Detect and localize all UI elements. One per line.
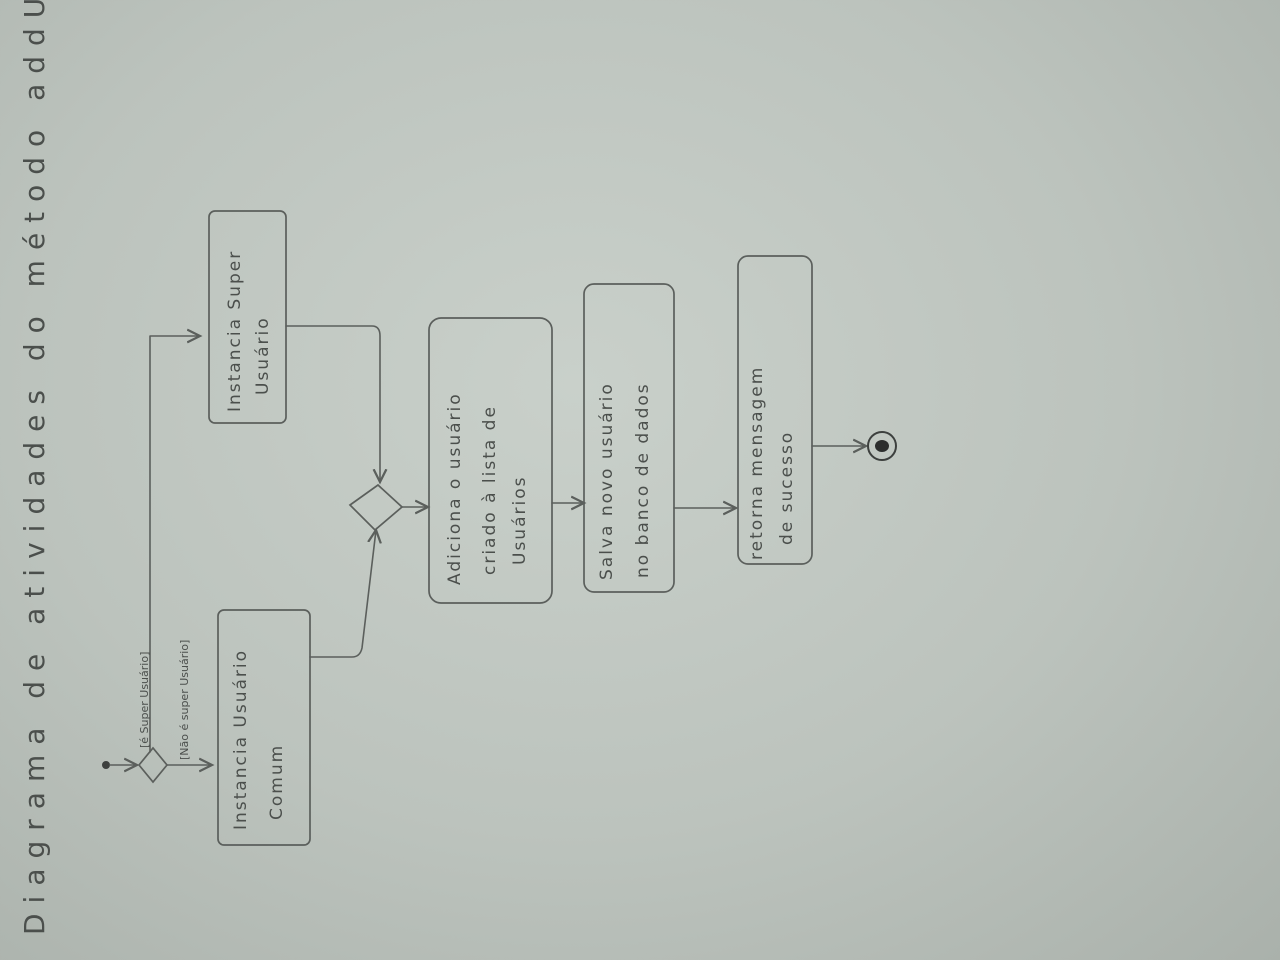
activity-retorna-line1: retorna mensagem xyxy=(747,366,767,560)
activity-instancia-super xyxy=(208,210,287,424)
activity-retorna-line2: de sucesso xyxy=(777,431,797,545)
final-node-ring xyxy=(867,431,897,461)
final-node-dot xyxy=(875,440,889,452)
guard-not-super: [Não é super Usuário] xyxy=(178,640,191,760)
activity-retorna xyxy=(737,255,813,565)
activity-instancia-super-line1: Instancia Super xyxy=(225,250,245,412)
activity-instancia-comum-line1: Instancia Usuário xyxy=(231,649,251,830)
flow-to-super xyxy=(149,336,200,753)
decision-node xyxy=(137,746,169,784)
activity-adiciona-line2: criado à lista de xyxy=(480,405,500,575)
initial-node xyxy=(102,761,110,769)
merge-node xyxy=(348,483,404,532)
activity-adiciona-line1: Adiciona o usuário xyxy=(445,392,465,585)
flow-super-to-merge xyxy=(285,325,380,482)
activity-instancia-comum-line2: Comum xyxy=(267,744,287,820)
activity-adiciona-line3: Usuários xyxy=(510,476,530,565)
diagram-title: Diagrama de atividades do método addUser… xyxy=(18,0,51,935)
activity-salva xyxy=(583,283,675,593)
activity-salva-line1: Salva novo usuário xyxy=(597,382,617,580)
activity-instancia-super-line2: Usuário xyxy=(253,316,273,395)
activity-salva-line2: no banco de dados xyxy=(633,382,653,578)
guard-is-super: [é Super Usuário] xyxy=(138,652,151,748)
activity-instancia-comum xyxy=(217,609,311,846)
activity-adiciona xyxy=(428,317,553,604)
flow-comum-to-merge xyxy=(309,530,376,658)
